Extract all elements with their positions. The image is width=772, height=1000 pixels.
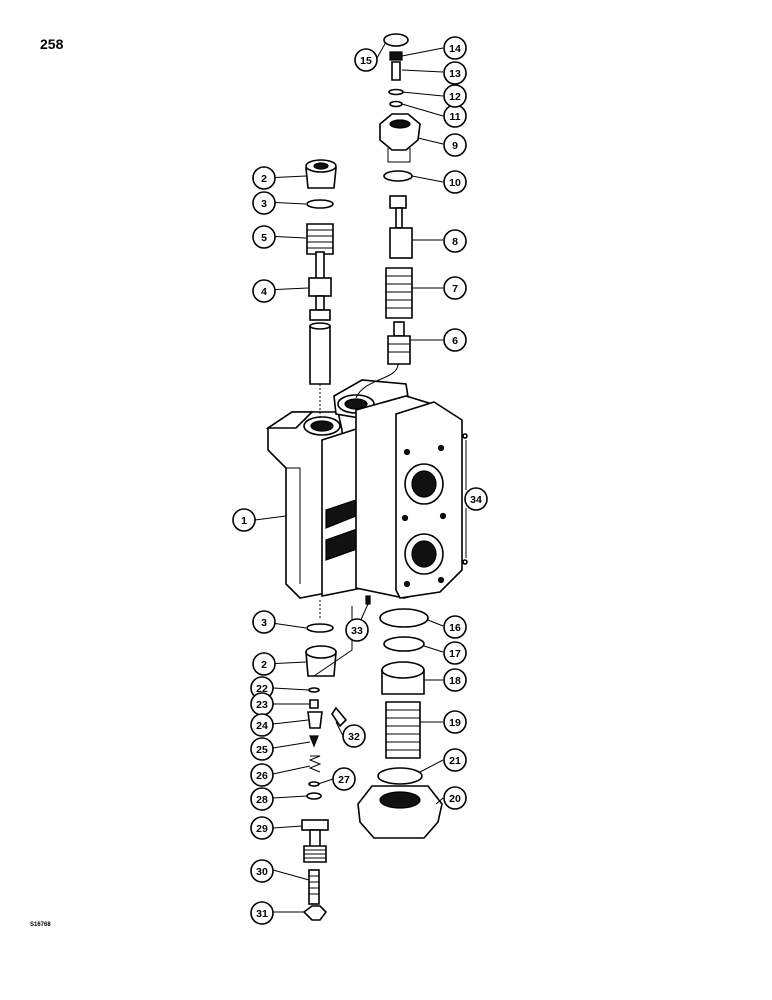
svg-text:19: 19 — [449, 717, 461, 729]
callout-32: 32 — [342, 724, 366, 748]
callout-7: 7 — [443, 276, 467, 300]
svg-text:29: 29 — [256, 823, 268, 835]
svg-text:8: 8 — [452, 236, 458, 248]
svg-text:27: 27 — [338, 774, 350, 786]
svg-text:32: 32 — [348, 731, 360, 743]
svg-text:6: 6 — [452, 335, 458, 347]
callout-4: 4 — [252, 279, 276, 303]
svg-text:31: 31 — [256, 908, 268, 920]
callout-18: 18 — [443, 668, 467, 692]
svg-text:17: 17 — [449, 648, 461, 660]
svg-text:3: 3 — [261, 617, 267, 629]
svg-text:23: 23 — [256, 699, 268, 711]
svg-text:21: 21 — [449, 755, 461, 767]
page-number: 258 — [40, 36, 64, 52]
callout-14: 14 — [443, 36, 467, 60]
svg-text:26: 26 — [256, 770, 268, 782]
callout-11: 11 — [443, 104, 467, 128]
callout-15: 15 — [354, 48, 378, 72]
lower-right-stack — [357, 608, 443, 839]
callout-leaders — [254, 41, 467, 913]
callout-28: 28 — [250, 787, 274, 811]
callout-6: 6 — [443, 328, 467, 352]
svg-text:34: 34 — [470, 494, 482, 506]
svg-text:28: 28 — [256, 794, 268, 806]
svg-text:24: 24 — [256, 720, 268, 732]
callout-26: 26 — [250, 763, 274, 787]
figure-code: S16768 — [30, 922, 51, 928]
svg-text:30: 30 — [256, 866, 268, 878]
callout-19: 19 — [443, 710, 467, 734]
callout-20: 20 — [443, 786, 467, 810]
valve-body — [265, 379, 468, 605]
callout-8: 8 — [443, 229, 467, 253]
svg-text:2: 2 — [261, 659, 267, 671]
callout-21: 21 — [443, 748, 467, 772]
lower-left-stack — [301, 600, 353, 921]
callout-9: 9 — [443, 133, 467, 157]
callout-2-lower: 2 — [252, 652, 276, 676]
callout-30: 30 — [250, 859, 274, 883]
svg-text:5: 5 — [261, 232, 267, 244]
callout-24: 24 — [250, 713, 274, 737]
svg-text:14: 14 — [449, 43, 461, 55]
svg-text:11: 11 — [449, 111, 460, 123]
svg-text:13: 13 — [449, 68, 461, 80]
svg-text:25: 25 — [256, 744, 268, 756]
svg-text:9: 9 — [452, 140, 458, 152]
callout-33: 33 — [345, 618, 369, 642]
svg-text:2: 2 — [261, 173, 267, 185]
callout-2-upper: 2 — [252, 166, 276, 190]
upper-right-stack — [355, 33, 421, 399]
svg-text:4: 4 — [261, 286, 267, 298]
callout-label: 1 — [241, 515, 247, 527]
svg-text:10: 10 — [449, 177, 461, 189]
callout-16: 16 — [443, 615, 467, 639]
svg-text:20: 20 — [449, 793, 461, 805]
svg-text:22: 22 — [256, 683, 268, 695]
callout-31: 31 — [250, 901, 274, 925]
callout-5: 5 — [252, 225, 276, 249]
callout-29: 29 — [250, 816, 274, 840]
upper-left-stack — [305, 159, 337, 420]
callout-27: 27 — [332, 767, 356, 791]
callout-25: 25 — [250, 737, 274, 761]
callout-34: 34 — [464, 487, 488, 511]
svg-text:18: 18 — [449, 675, 461, 687]
callout-3-lower: 3 — [252, 610, 276, 634]
svg-text:15: 15 — [360, 55, 372, 67]
svg-text:16: 16 — [449, 622, 461, 634]
callout-23: 23 — [250, 692, 274, 716]
callout-12: 12 — [443, 84, 467, 108]
svg-text:7: 7 — [452, 283, 458, 295]
callout-10: 10 — [443, 170, 467, 194]
callout-17: 17 — [443, 641, 467, 665]
svg-text:3: 3 — [261, 198, 267, 210]
svg-text:33: 33 — [351, 625, 363, 637]
callout-3-upper: 3 — [252, 191, 276, 215]
callout-13: 13 — [443, 61, 467, 85]
svg-text:12: 12 — [449, 91, 461, 103]
callout-1: 1 — [232, 508, 256, 532]
